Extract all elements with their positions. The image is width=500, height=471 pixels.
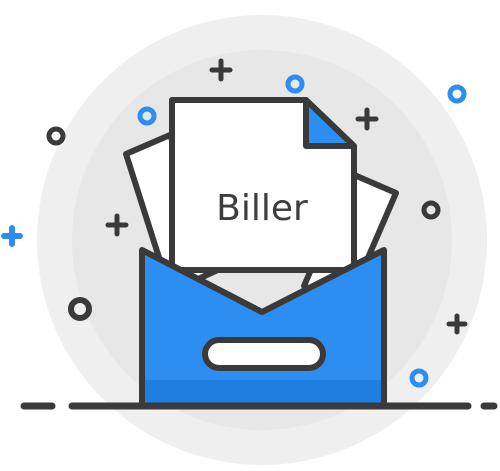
- ring-dot-icon: [46, 126, 66, 146]
- plus-sparkle-icon: [446, 313, 468, 335]
- plus-sparkle-icon: [209, 58, 233, 82]
- plus-sparkle-icon: [105, 213, 129, 237]
- ring-dot-icon: [447, 84, 467, 104]
- ring-dot-icon: [137, 106, 157, 126]
- ring-dot-icon: [285, 74, 305, 94]
- mail-tray-handle: [202, 337, 326, 371]
- mail-tray-icon: [138, 247, 388, 410]
- mail-tray-base-strip: [145, 380, 381, 403]
- document-fold-corner: [303, 97, 357, 149]
- document-label: Biller: [216, 188, 308, 229]
- ring-dot-icon: [421, 200, 441, 220]
- plus-sparkle-icon: [1, 225, 23, 247]
- ring-dot-icon: [409, 368, 429, 388]
- document-icon: Biller: [169, 97, 357, 273]
- plus-sparkle-icon: [355, 107, 379, 131]
- ring-dot-icon: [68, 297, 92, 321]
